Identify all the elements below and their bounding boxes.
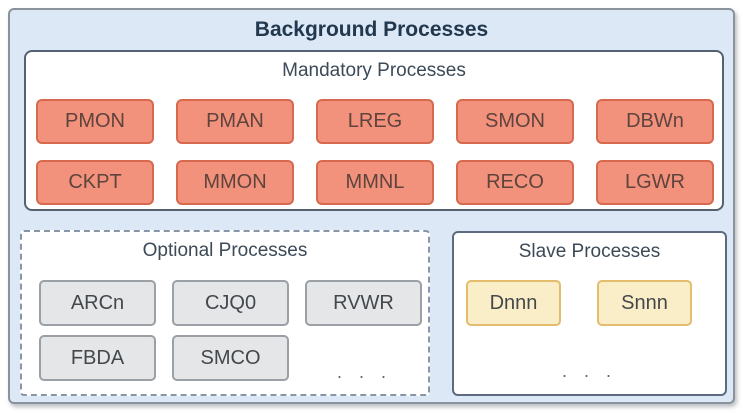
mandatory-processes-heading: Mandatory Processes [282,60,466,81]
process-box-lreg: LREG [316,99,434,144]
process-box-snnn: Snnn [597,280,692,326]
slave-processes-heading: Slave Processes [518,241,661,262]
process-box-cjq0: CJQ0 [172,280,289,326]
process-box-ckpt: CKPT [36,160,154,205]
process-box-reco: RECO [456,160,574,205]
optional-more-ellipsis: . . . [336,362,392,382]
process-box-dnnn: Dnnn [466,280,561,326]
mandatory-processes-panel: Mandatory Processes PMON PMAN LREG SMON … [24,50,724,211]
process-box-fbda: FBDA [39,335,156,381]
mandatory-row-2: CKPT MMON MMNL RECO LGWR [36,160,714,205]
process-box-rvwr: RVWR [305,280,422,326]
optional-processes-panel: Optional Processes ARCn CJQ0 RVWR FBDA S… [20,230,430,396]
process-box-mmon: MMON [176,160,294,205]
optional-row-1: ARCn CJQ0 RVWR [39,280,422,326]
diagram-title: Background Processes [254,18,489,41]
optional-processes-heading: Optional Processes [142,240,308,261]
process-box-smon: SMON [456,99,574,144]
optional-row-2: FBDA SMCO [39,335,289,381]
process-box-pmon: PMON [36,99,154,144]
slave-more-ellipsis: . . . [561,361,617,381]
process-box-arcn: ARCn [39,280,156,326]
process-box-smco: SMCO [172,335,289,381]
process-box-dbwn: DBWn [596,99,714,144]
process-box-pman: PMAN [176,99,294,144]
process-box-mmnl: MMNL [316,160,434,205]
background-processes-container: Background Processes Mandatory Processes… [8,8,735,404]
slave-processes-panel: Slave Processes Dnnn Snnn . . . [452,231,727,396]
mandatory-row-1: PMON PMAN LREG SMON DBWn [36,99,714,144]
process-box-lgwr: LGWR [596,160,714,205]
slave-row-1: Dnnn Snnn [466,280,692,326]
